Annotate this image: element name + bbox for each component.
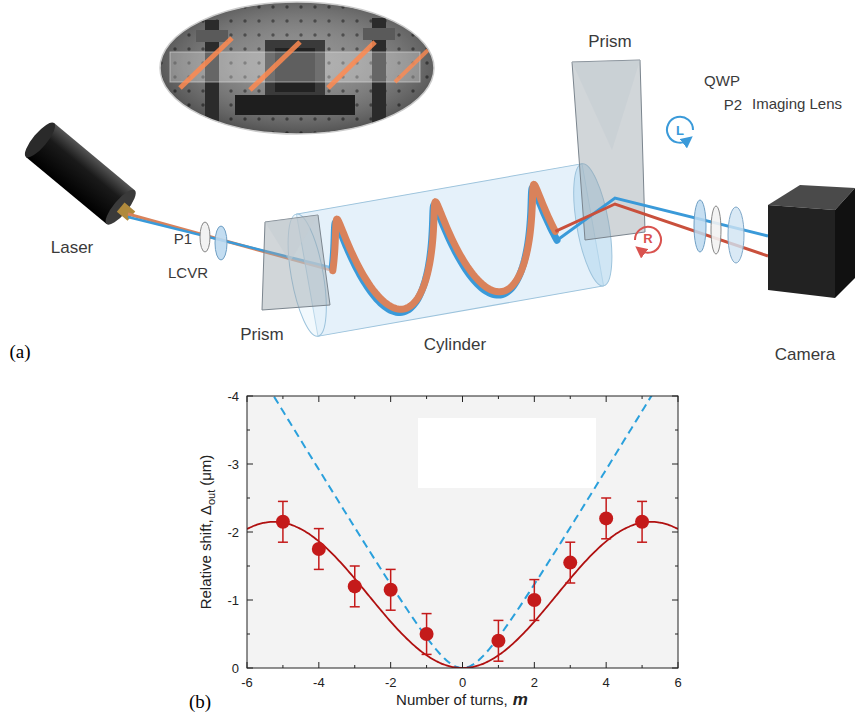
tick-label: -6: [241, 675, 253, 690]
axis-title-text: Relative shift, Δ: [197, 505, 214, 609]
handedness-label: L: [676, 123, 684, 138]
tick-label: -4: [227, 389, 239, 404]
prism: [262, 215, 330, 310]
tick-label: -2: [385, 675, 397, 690]
component-label: P1: [174, 230, 192, 247]
axis-title-text: Number of turns,: [396, 691, 508, 708]
component-label: QWP: [704, 72, 740, 89]
tick-label: 6: [674, 675, 681, 690]
axis-title: Relative shift, Δout (μm): [197, 455, 217, 610]
laser-body: [21, 119, 146, 233]
blank-patch: [418, 418, 596, 488]
camera-body: [768, 185, 855, 298]
component-label: Prism: [588, 32, 631, 52]
imaging-lens: [728, 207, 744, 263]
plot-frame: [247, 396, 678, 668]
component-label: Imaging Lens: [752, 95, 842, 112]
handedness-label: R: [643, 231, 652, 246]
tick-label: -1: [227, 593, 239, 608]
tick-label: 2: [531, 675, 538, 690]
axis-variable: m: [513, 690, 528, 709]
panel-letter: (b): [189, 691, 211, 713]
tick-label: -3: [227, 457, 239, 472]
lcvr-plate: [215, 226, 227, 260]
circular-arrow: [667, 117, 693, 143]
tick-label: 0: [232, 661, 239, 676]
polarizer: [200, 222, 210, 252]
tick-label: -4: [313, 675, 325, 690]
axis-ticks: [247, 396, 678, 668]
tick-label: 4: [603, 675, 610, 690]
circular-arrow: [635, 227, 661, 253]
fit-curve: [247, 522, 678, 668]
plot-area: [247, 396, 678, 668]
component-label: P2: [724, 96, 742, 113]
component-label: Laser: [51, 238, 94, 258]
glass-cylinder: [281, 161, 620, 339]
component-label: Camera: [775, 345, 835, 365]
axis-subscript: out: [205, 490, 217, 505]
inset-photo: [155, 0, 445, 140]
component-label: LCVR: [168, 264, 208, 281]
model-curve: [247, 396, 678, 668]
prism: [572, 60, 645, 240]
axis-title: Number of turns, m: [396, 690, 528, 710]
tick-label: -2: [227, 525, 239, 540]
polarizer: [711, 206, 721, 254]
component-label: Prism: [240, 325, 283, 345]
data-points: [276, 498, 649, 661]
qwp-plate: [694, 200, 706, 252]
axis-unit: (μm): [197, 455, 214, 486]
tick-label: 0: [459, 675, 466, 690]
panel-letter: (a): [9, 341, 30, 363]
component-label: Cylinder: [424, 335, 486, 355]
inset-border: [160, 2, 434, 134]
